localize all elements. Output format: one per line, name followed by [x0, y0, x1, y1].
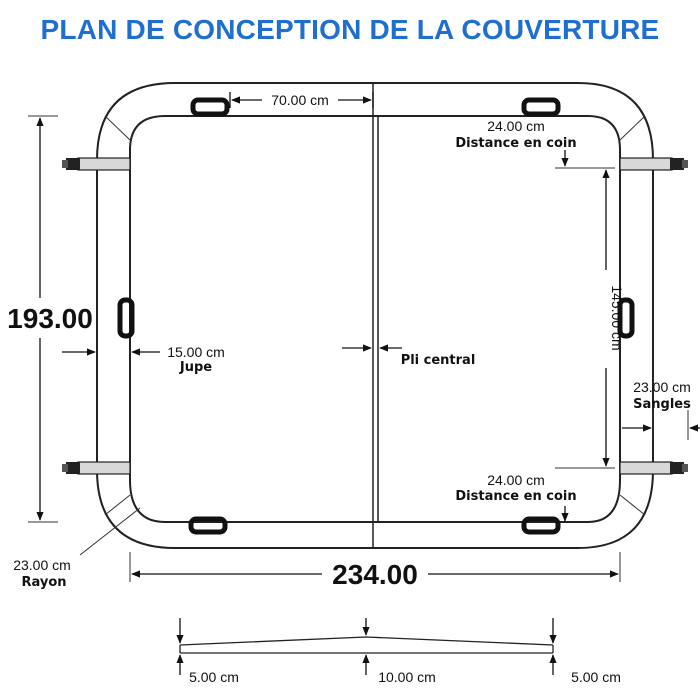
- diagram-title: PLAN DE CONCEPTION DE LA COUVERTURE: [40, 14, 660, 45]
- dim-width-total-text: 234.00: [332, 559, 418, 590]
- profile-left-thickness: 5.00 cm: [189, 669, 239, 685]
- dim-skirt-value: 15.00 cm: [167, 344, 225, 360]
- dim-straps-label: Sangles: [633, 397, 691, 412]
- dim-corner-bottom-value: 24.00 cm: [487, 472, 545, 488]
- skirt-corner-joins: [104, 115, 646, 516]
- dim-corner-top-label: Distance en coin: [455, 136, 576, 151]
- dim-top-width: 70.00 cm: [229, 92, 374, 108]
- dim-radius-label: Rayon: [21, 575, 66, 590]
- dim-central-fold-label: Pli central: [401, 353, 476, 368]
- strap-bottom-right: [619, 461, 688, 475]
- dim-top-width-text: 70.00 cm: [271, 92, 329, 108]
- dim-straps: 23.00 cm Sangles: [622, 379, 700, 440]
- cover-inner-lid: [129, 115, 621, 523]
- profile-center-thickness: 10.00 cm: [378, 669, 436, 685]
- dim-corner-top-value: 24.00 cm: [487, 118, 545, 134]
- profile-right-thickness: 5.00 cm: [571, 669, 621, 685]
- strap-top-right: [619, 157, 688, 171]
- handle-right-side: [617, 297, 635, 339]
- strap-top-left: [62, 157, 131, 171]
- central-fold: [372, 83, 379, 548]
- handle-top-right: [521, 97, 561, 117]
- dim-side-height-text: 145.00 cm: [609, 285, 625, 350]
- profile-view: 5.00 cm 10.00 cm 5.00 cm: [176, 618, 621, 685]
- dim-height-total: 193.00: [7, 115, 93, 523]
- dim-corner-bottom-label: Distance en coin: [455, 489, 576, 504]
- strap-bottom-left: [62, 461, 131, 475]
- dim-radius: 23.00 cm Rayon: [13, 507, 141, 590]
- handle-left-side: [117, 297, 135, 339]
- dim-width-total: 234.00: [129, 552, 621, 590]
- dim-radius-value: 23.00 cm: [13, 557, 71, 573]
- dim-corner-bottom: 24.00 cm Distance en coin: [455, 467, 615, 522]
- dim-straps-value: 23.00 cm: [633, 379, 691, 395]
- handle-bottom-left: [188, 516, 228, 535]
- handle-bottom-right: [521, 516, 561, 535]
- dim-skirt: 15.00 cm Jupe: [62, 344, 225, 375]
- dim-central-fold: Pli central: [342, 344, 476, 368]
- handle-top-left: [190, 97, 230, 117]
- dim-height-total-text: 193.00: [7, 303, 93, 334]
- dim-skirt-label: Jupe: [179, 360, 212, 375]
